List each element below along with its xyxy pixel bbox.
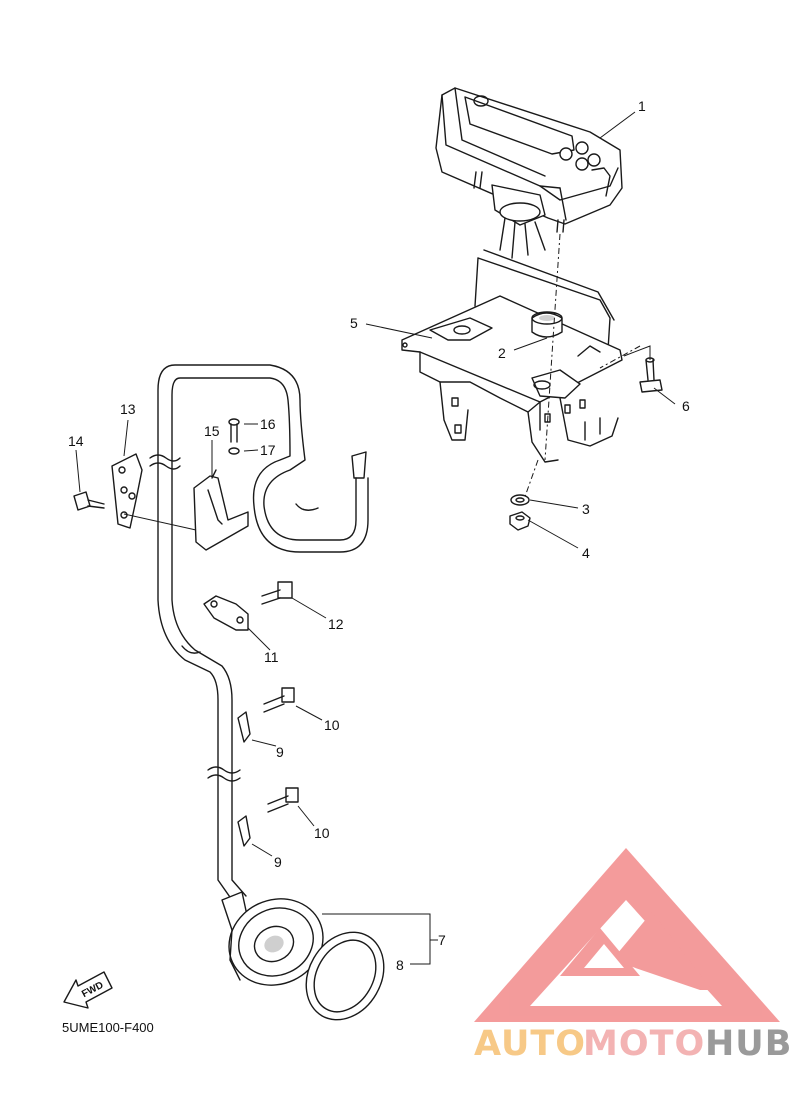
part-label: 14 [68,433,84,449]
part-label: 15 [204,423,220,439]
part-label: 17 [260,442,276,458]
part-label: 5 [350,315,358,331]
part-label: 4 [582,545,590,561]
part-label: 9 [274,854,282,870]
part-label: 2 [498,345,506,361]
watermark-logo [474,848,780,1022]
screw-10-upper [263,687,295,713]
meter-assembly [435,87,623,259]
screw-16 [228,418,240,443]
screw-10-lower [267,787,299,813]
meter-bracket [401,249,623,463]
part-labels: 1 2 3 4 5 6 7 8 9 9 10 10 11 12 13 14 15… [68,98,690,973]
leader-lines [75,111,676,965]
part-label: 8 [396,957,404,973]
screw-12 [261,581,293,605]
oil-seal [305,931,385,1021]
part-label: 16 [260,416,276,432]
part-label: 13 [120,401,136,417]
clamp-9-upper [237,711,251,743]
part-label: 6 [682,398,690,414]
clamp-9-lower [237,815,251,847]
watermark-hub: HUB [705,1024,792,1064]
holder-15 [193,469,249,551]
part-label: 12 [328,616,344,632]
meter-gear-unit [221,891,324,986]
forward-arrow-icon: FWD [63,971,113,1009]
part-label: 11 [264,649,279,665]
part-label: 3 [582,501,590,517]
speedometer-cable [149,364,369,901]
part-label: 9 [276,744,284,760]
diagram-code: 5UME100-F400 [62,1020,154,1035]
part-label: 1 [638,98,646,114]
part-label: 10 [314,825,330,841]
clamp-11 [203,595,249,631]
bolt-14 [73,491,105,511]
part-label: 7 [438,932,446,948]
washer-17 [228,447,240,455]
part-label: 10 [324,717,340,733]
watermark-auto: AUTO [474,1024,586,1064]
watermark-text: AUTO MOTO HUB [474,1024,792,1064]
washer-nut-assembly [509,494,531,531]
bolt-6 [639,357,663,393]
watermark-moto: MOTO [583,1024,705,1064]
